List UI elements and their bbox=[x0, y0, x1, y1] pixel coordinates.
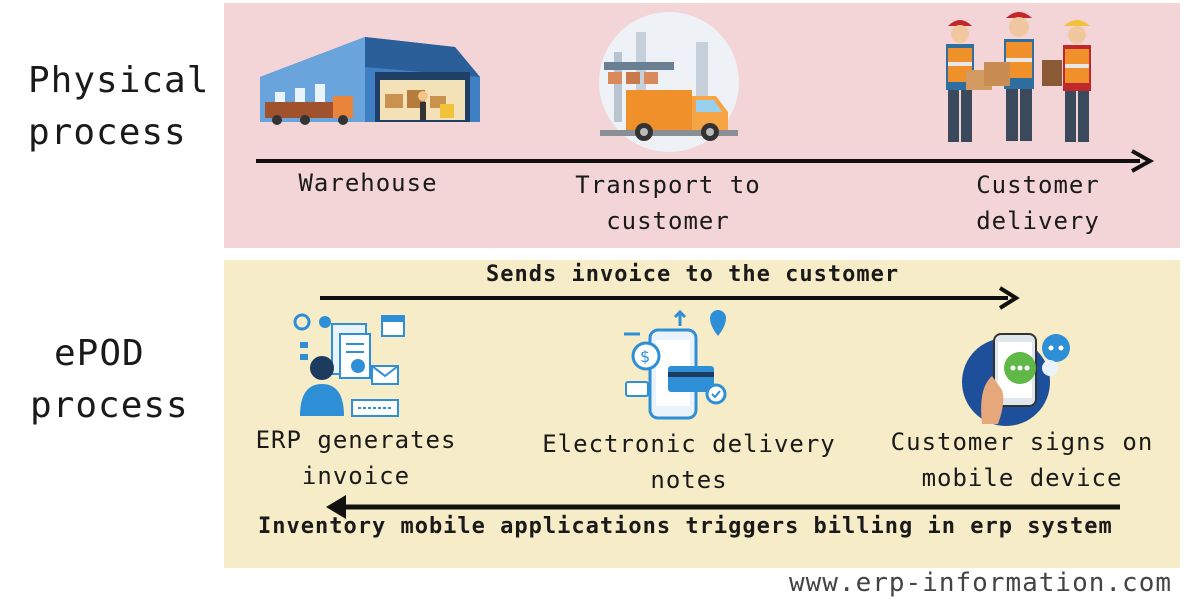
step-erp-invoice-label: ERP generates invoice bbox=[255, 426, 457, 490]
forward-flow-label: Sends invoice to the customer bbox=[486, 262, 900, 287]
step-warehouse-label: Warehouse bbox=[298, 169, 438, 197]
physical-label-line1: Physical bbox=[28, 60, 210, 101]
delivery-workers-icon bbox=[946, 12, 1091, 142]
backward-arrow-head bbox=[326, 495, 346, 519]
warehouse-icon bbox=[260, 37, 480, 125]
svg-text:$: $ bbox=[640, 347, 650, 366]
mobile-payment-icon: $ bbox=[624, 309, 727, 420]
epod-process-label: ePOD process bbox=[30, 328, 189, 432]
step-customer-delivery-label: Customer delivery bbox=[976, 171, 1100, 235]
backward-flow-label: Inventory mobile applications triggers b… bbox=[258, 514, 1113, 539]
delivery-truck-icon bbox=[599, 12, 739, 152]
website-footer: www.erp-information.com bbox=[788, 568, 1172, 598]
physical-process-label: Physical process bbox=[28, 55, 209, 159]
hand-phone-icon bbox=[962, 333, 1070, 426]
step-customer-signs-label: Customer signs on mobile device bbox=[890, 428, 1154, 492]
step-transport-label: Transport to customer bbox=[575, 171, 761, 235]
epod-label-line2: process bbox=[30, 385, 189, 426]
step-electronic-notes-label: Electronic delivery notes bbox=[542, 430, 836, 494]
epod-label-line1: ePOD bbox=[54, 333, 145, 374]
physical-label-line2: process bbox=[28, 112, 187, 153]
erp-computer-icon bbox=[293, 313, 405, 417]
forward-arrow-head bbox=[998, 286, 1020, 310]
